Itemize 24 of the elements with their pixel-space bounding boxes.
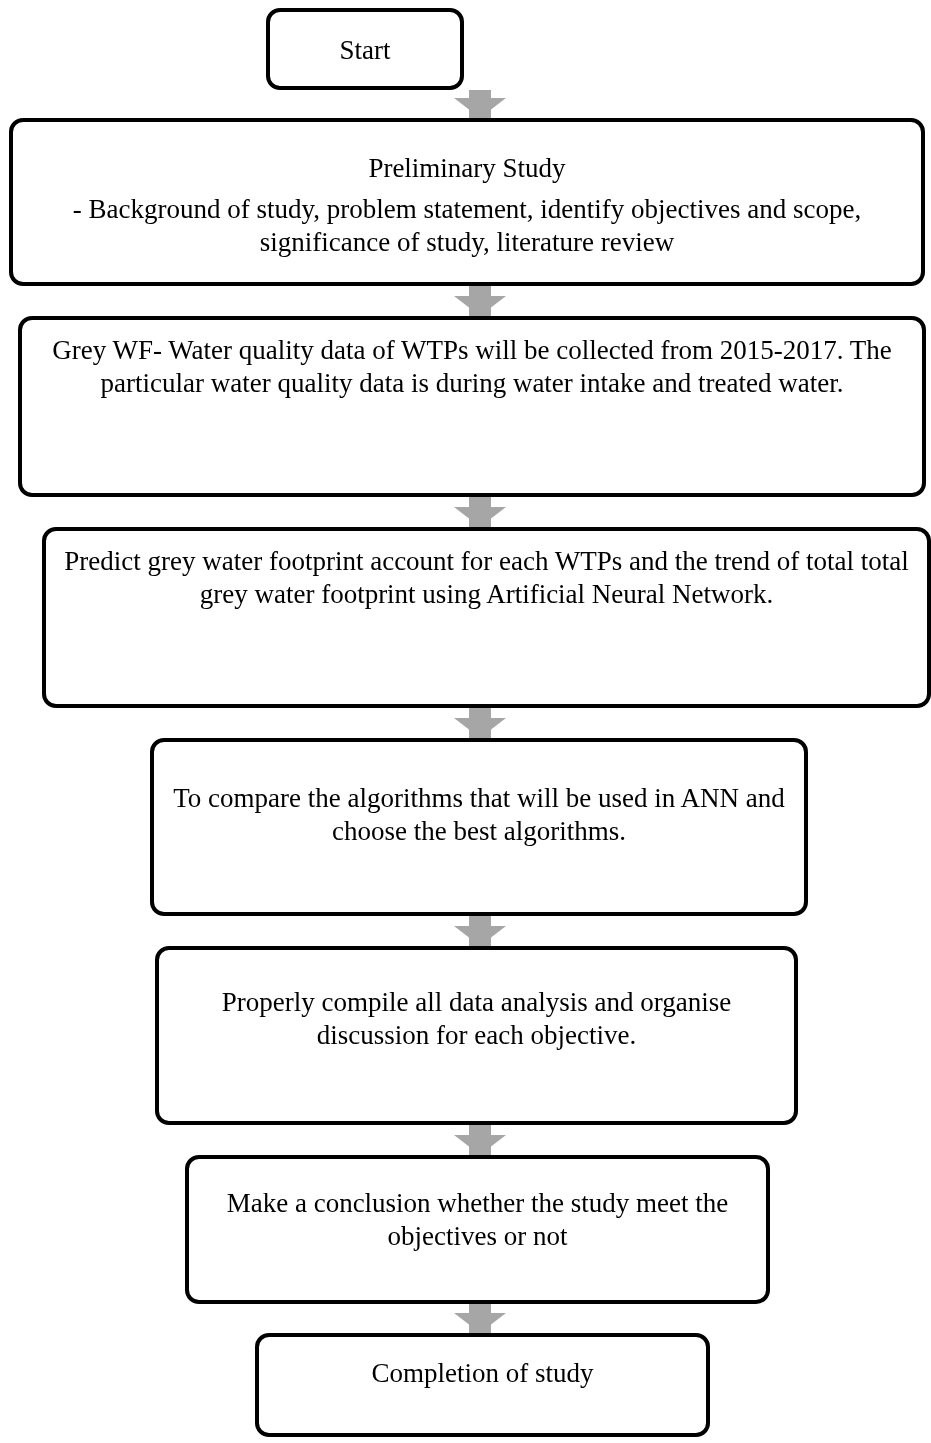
process-box bbox=[266, 8, 464, 90]
box-text: To compare the algorithms that will be used in ANN and choose the best algorithms. bbox=[172, 782, 786, 848]
box-heading: Preliminary Study bbox=[368, 152, 566, 185]
process-box bbox=[42, 527, 931, 708]
box-text: Grey WF- Water quality data of WTPs will be collected from 2015-2017. The particular water quality data is during water intake and treated water. bbox=[51, 334, 893, 400]
box-text: Predict grey water footprint account for each WTPs and the trend of total total grey water footprint using Artificial Neural Network. bbox=[63, 545, 910, 611]
box-text: - Background of study, problem statement, identify objectives and scope, significance of study, literature review bbox=[71, 193, 863, 259]
block-arrow bbox=[454, 1125, 506, 1156]
block-arrow bbox=[454, 497, 506, 528]
block-arrow bbox=[454, 708, 506, 739]
box-text: Properly compile all data analysis and organise discussion for each objective. bbox=[220, 986, 733, 1052]
box-text: Completion of study bbox=[371, 1357, 594, 1390]
block-arrow bbox=[454, 1304, 506, 1334]
box-text: Make a conclusion whether the study meet the objectives or not bbox=[225, 1187, 730, 1253]
process-box bbox=[9, 118, 925, 286]
process-box bbox=[155, 946, 798, 1125]
block-arrow bbox=[454, 286, 506, 317]
process-box bbox=[150, 738, 808, 916]
process-box bbox=[185, 1155, 770, 1304]
process-box bbox=[255, 1333, 710, 1437]
block-arrow bbox=[454, 916, 506, 947]
block-arrow bbox=[454, 90, 506, 119]
box-text: Start bbox=[339, 34, 391, 67]
process-box bbox=[18, 316, 926, 497]
